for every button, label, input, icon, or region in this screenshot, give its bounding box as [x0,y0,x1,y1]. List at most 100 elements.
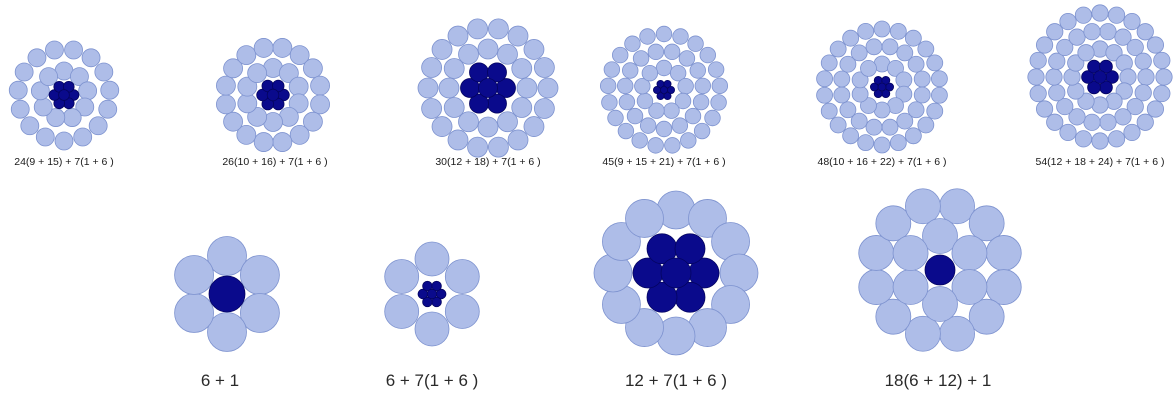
core-wire [266,88,280,102]
outer-wire [858,235,895,271]
outer-wire [289,125,310,145]
core-wire [873,89,883,98]
strand-section-54-12-18-24-plus-7 [1027,4,1173,150]
outer-wire [100,80,120,100]
outer-wire [917,40,935,58]
outer-wire [896,112,914,130]
outer-wire [704,109,721,127]
outer-wire [54,131,74,151]
outer-wire [1059,123,1077,142]
outer-wire [968,298,1005,335]
outer-wire [488,136,509,158]
outer-wire [8,80,28,100]
outer-wire [1046,23,1064,41]
outer-wire [75,97,95,117]
outer-wire [39,67,58,87]
outer-wire [303,58,323,79]
outer-wire [820,102,838,120]
outer-wire [663,102,680,119]
outer-wire [272,38,293,58]
outer-wire [46,108,66,127]
bottom-row: 6 + 1 6 + 7(1 + 6 ) 12 + 7(1 + 6 ) 18(6 … [174,188,1022,390]
outer-wire [236,125,257,145]
outer-wire [632,50,650,67]
outer-wire [223,58,243,79]
caption-18-6-12-plus-1: 18(6 + 12) + 1 [885,371,992,390]
outer-wire [599,77,617,95]
outer-wire [689,62,706,79]
outer-wire [857,22,875,40]
outer-wire [443,97,465,118]
outer-wire [1136,113,1154,131]
outer-wire [1146,36,1165,54]
outer-wire [939,315,975,352]
outer-wire [477,116,499,138]
outer-wire [384,294,420,329]
outer-wire [447,129,469,151]
outer-wire [174,255,214,295]
strand-section-30-12-18-plus-7 [417,18,559,158]
outer-wire [1074,6,1093,24]
outer-wire [35,127,55,147]
core-wire [478,78,498,98]
outer-wire [917,116,935,134]
outer-wire [907,101,925,119]
outer-wire [443,58,465,79]
core-wire [663,79,672,88]
caption-45-9-15-21-plus-7: 45(9 + 15 + 21) + 7(1 + 6 ) [602,156,725,168]
outer-wire [1105,44,1123,62]
outer-wire [939,188,975,225]
outer-wire [839,55,857,73]
outer-wire [30,81,50,101]
outer-wire [278,63,299,84]
core-wire [431,280,442,292]
outer-wire [497,111,518,133]
outer-wire [1114,28,1132,46]
outer-wire [851,85,869,103]
outer-wire [438,77,460,99]
outer-wire [913,70,931,88]
outer-wire [1068,28,1086,46]
core-wire [422,296,433,308]
outer-wire [603,61,621,78]
outer-wire [647,43,665,61]
outer-wire [985,269,1022,305]
outer-wire [1045,68,1063,86]
core-wire [646,281,678,313]
outer-wire [672,28,689,45]
outer-wire [931,70,948,88]
strand-section-45-9-15-21-plus-7 [599,25,729,154]
outer-wire [207,236,247,276]
outer-wire [310,75,330,96]
outer-wire [444,259,480,294]
outer-wire [421,57,443,78]
outer-wire [384,259,420,294]
core-wire [660,257,692,289]
outer-wire [860,97,877,115]
outer-wire [655,59,673,77]
outer-wire [671,117,689,134]
outer-wire [839,101,857,119]
outer-wire [904,127,922,145]
outer-wire [174,293,214,333]
outer-wire [511,58,533,79]
outer-wire [289,45,310,65]
outer-wire [951,235,988,271]
outer-wire [98,99,118,119]
caption-26-10-16-plus-7: 26(10 + 16) + 7(1 + 6 ) [222,156,327,168]
outer-wire [655,120,673,138]
outer-wire [607,109,624,127]
core-wire [1099,59,1113,74]
outer-wire [272,132,293,152]
outer-wire [1137,68,1155,86]
outer-wire [707,61,725,78]
core-wire [1093,70,1107,84]
outer-wire [1077,44,1095,62]
outer-wire [497,43,518,65]
core-wire [877,82,887,92]
outer-wire [537,77,559,99]
outer-wire [516,77,538,99]
outer-wire [1056,38,1074,57]
outer-wire [601,94,618,111]
outer-wire [70,67,89,87]
